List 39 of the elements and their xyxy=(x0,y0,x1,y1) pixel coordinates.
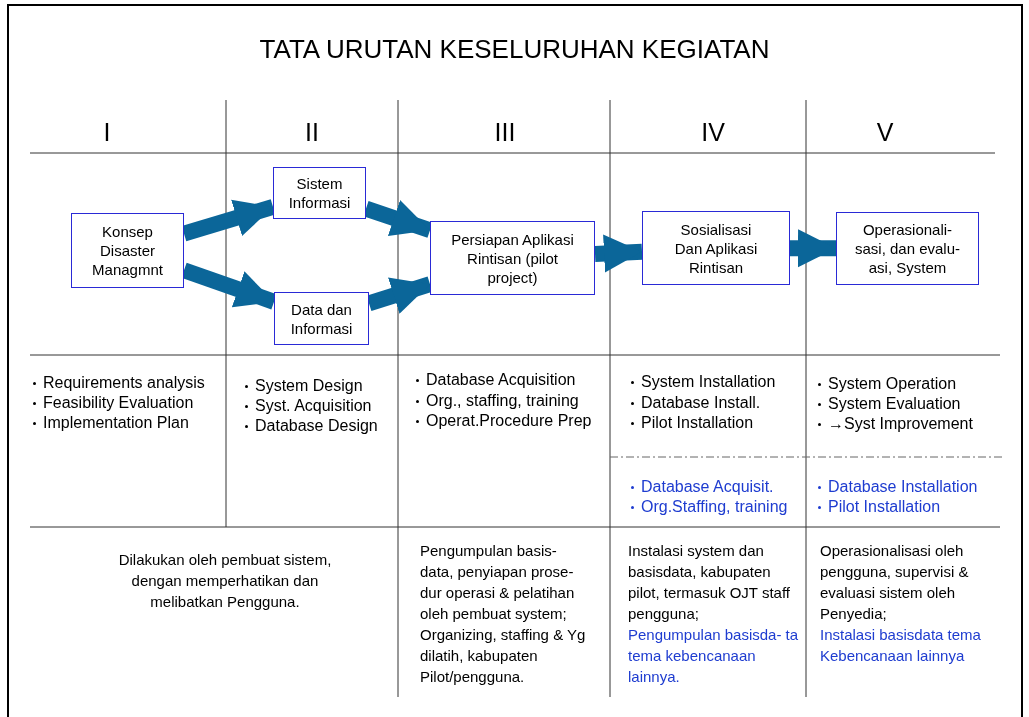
bullet-item: Database Acquisition xyxy=(426,370,576,390)
process-box: Konsep Disaster Managmnt xyxy=(71,213,184,288)
phase-numeral: V xyxy=(875,118,895,147)
bullet-item: Feasibility Evaluation xyxy=(43,393,194,413)
description-text: Pengumpulan basisda- ta tema kebencanaan lainnya. xyxy=(628,625,800,687)
description-text: Pengumpulan basis- data, penyiapan prose- dur operasi & pelatihan oleh pembuat system; Organizing, staffing & Yg dilatih, kabupaten Pilot/pengguna. xyxy=(420,541,587,687)
bullet-item: Database Install. xyxy=(641,393,761,413)
process-box: Sistem Informasi xyxy=(273,167,366,219)
bullet-item: Pilot Installation xyxy=(828,497,941,517)
block-arrow xyxy=(789,229,836,268)
bullet-item: System Design xyxy=(255,376,363,396)
bullet-item: System Evaluation xyxy=(828,394,961,414)
bullet-item: System Operation xyxy=(828,374,957,394)
process-box: Operasionali- sasi, dan evalu- asi, System xyxy=(836,212,979,285)
bullet-item: Operat.Procedure Prep xyxy=(426,411,592,431)
description-text: Operasionalisasi oleh pengguna, supervisi & evaluasi sistem oleh Penyedia; xyxy=(820,541,970,624)
phase-numeral: IV xyxy=(700,118,726,147)
phase-numeral: III xyxy=(493,118,517,147)
bullet-item: Pilot Installation xyxy=(641,413,754,433)
diagram-title: TATA URUTAN KESELURUHAN KEGIATAN xyxy=(258,34,771,65)
phase-numeral: I xyxy=(102,118,112,147)
bullet-item: Org.Staffing, training xyxy=(641,497,788,517)
bullet-item: Org., staffing, training xyxy=(426,391,579,411)
bullet-item: System Installation xyxy=(641,372,776,392)
process-box: Sosialisasi Dan Aplikasi Rintisan xyxy=(642,211,790,285)
phase-numeral: II xyxy=(304,118,320,147)
bullet-item: Requirements analysis xyxy=(43,373,205,393)
process-box: Persiapan Aplikasi Rintisan (pilot project) xyxy=(430,221,595,295)
bullet-item: Database Installation xyxy=(828,477,978,497)
description-text: Instalasi system dan basisdata, kabupaten pilot, termasuk OJT staff pengguna; xyxy=(628,541,790,624)
description-text: Instalasi basisdata tema Kebencanaan lainnya xyxy=(820,625,982,666)
bullet-item: →Syst Improvement xyxy=(828,414,973,434)
description-text: Dilakukan oleh pembuat sistem, dengan memperhatikan dan melibatkan Pengguna. xyxy=(117,550,333,612)
block-arrow xyxy=(594,234,643,273)
bullet-item: Database Design xyxy=(255,416,378,436)
bullet-item: Database Acquisit. xyxy=(641,477,774,497)
bullet-item: Implementation Plan xyxy=(43,413,189,433)
process-box: Data dan Informasi xyxy=(274,292,369,345)
bullet-item: Syst. Acquisition xyxy=(255,396,372,416)
